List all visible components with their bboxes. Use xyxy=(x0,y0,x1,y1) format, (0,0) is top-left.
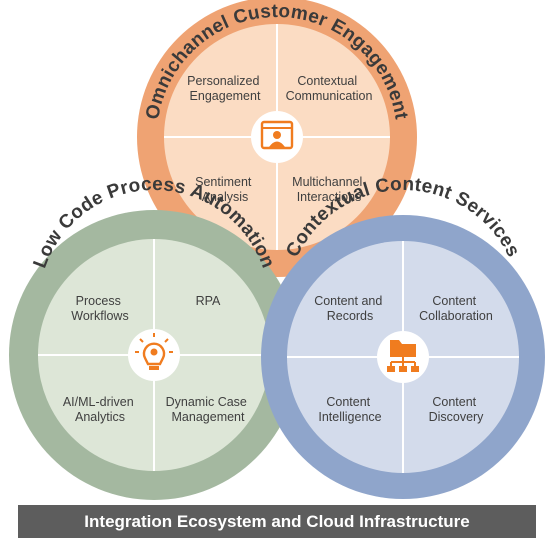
top-quadrant-br: Multichannel Interactions xyxy=(292,175,366,204)
right-quadrant-bl: Content Intelligence xyxy=(318,395,381,424)
circle-low-code-process-automation: Low Code Process Automation Process Work… xyxy=(9,174,299,500)
user-screen-icon xyxy=(251,111,303,163)
left-quadrant-tr: RPA xyxy=(196,294,221,308)
right-quadrant-tl: Content and Records xyxy=(314,294,386,323)
left-quadrant-bl: AI/ML-driven Analytics xyxy=(63,395,137,424)
circle-contextual-content-services: Contextual Content Services Content and … xyxy=(261,174,545,499)
lightbulb-gear-icon xyxy=(128,329,180,381)
footer-banner: Integration Ecosystem and Cloud Infrastr… xyxy=(18,505,536,538)
left-quadrant-tl: Process Workflows xyxy=(71,294,128,323)
top-quadrant-tr: Contextual Communication xyxy=(286,74,373,103)
left-quadrant-br: Dynamic Case Management xyxy=(166,395,251,424)
footer-label: Integration Ecosystem and Cloud Infrastr… xyxy=(84,511,470,531)
right-quadrant-br: Content Discovery xyxy=(429,395,485,424)
top-quadrant-tl: Personalized Engagement xyxy=(187,74,263,103)
folder-hierarchy-icon xyxy=(377,331,429,383)
top-quadrant-bl: Sentiment Analysis xyxy=(195,175,255,204)
right-quadrant-tr: Content Collaboration xyxy=(419,294,493,323)
